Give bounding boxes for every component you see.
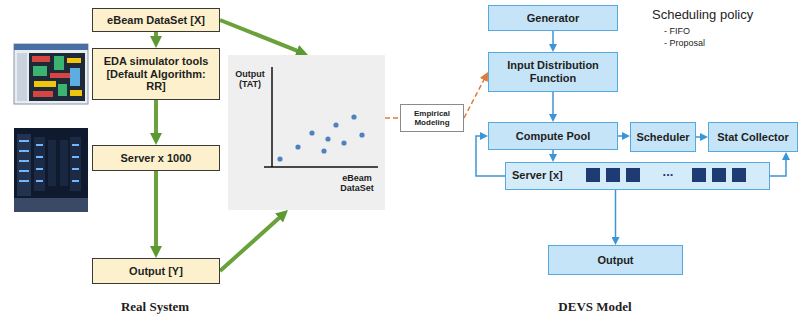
flow-arrow <box>220 20 302 53</box>
flow-arrow <box>464 76 486 118</box>
data-point <box>351 114 356 119</box>
node-text: Output [Y] <box>129 265 183 278</box>
node-text: ... <box>646 165 690 180</box>
server-band: Server [x]... <box>505 162 770 190</box>
node-text: EDA simulator tools [Default Algorithm: … <box>98 55 214 93</box>
data-point <box>333 122 338 127</box>
x-axis <box>264 166 378 168</box>
node-text: Compute Pool <box>516 130 591 143</box>
data-point <box>277 156 282 161</box>
policy-item: - Proposal <box>664 38 754 48</box>
server-slot <box>732 168 746 182</box>
flow-arrow <box>154 171 158 252</box>
eda-screenshot <box>14 44 88 104</box>
node-text: Output <box>597 254 633 267</box>
node-text: Generator <box>527 12 580 25</box>
node-text: Server [x] <box>512 169 580 182</box>
flow-arrow <box>154 32 158 42</box>
simulator-box: EDA simulator tools [Default Algorithm: … <box>92 48 220 100</box>
scatter-chart: Output (TAT) eBeam DataSet <box>228 55 385 210</box>
data-point <box>321 148 326 153</box>
panel-caption: Real System <box>95 300 215 315</box>
panel-caption: DEVS Model <box>535 300 655 315</box>
dataset-box: eBeam DataSet [X] <box>92 8 220 32</box>
flow-arrow <box>552 150 554 158</box>
server-slot <box>712 168 726 182</box>
flow-arrow <box>220 214 284 271</box>
flow-arrow <box>552 92 554 118</box>
policy-heading: Scheduling policy <box>652 8 797 23</box>
flow-arrow <box>385 117 400 119</box>
node-text: Server x 1000 <box>121 152 192 165</box>
data-point <box>325 136 330 141</box>
output-box: Output [Y] <box>92 258 220 284</box>
node-text: Output (TAT) <box>231 69 269 90</box>
server-slot <box>606 168 620 182</box>
modeling-box: Empirical Modeling <box>400 104 464 132</box>
policy-item: - FIFO <box>664 26 754 36</box>
node-text: Input Distribution Function <box>494 59 612 84</box>
server-slot <box>692 168 706 182</box>
server-box: Server x 1000 <box>92 145 220 171</box>
generator-box: Generator <box>488 5 618 31</box>
server-slot <box>586 168 600 182</box>
scheduler-box: Scheduler <box>630 122 696 152</box>
flow-arrow <box>618 135 626 137</box>
data-point <box>359 132 364 137</box>
compute-pool-box: Compute Pool <box>488 122 618 150</box>
node-text: eBeam DataSet <box>332 173 382 194</box>
output-box: Output <box>548 245 683 275</box>
server-room-photo <box>14 128 88 212</box>
node-text: Empirical Modeling <box>404 109 460 127</box>
data-point <box>295 144 300 149</box>
y-axis <box>271 67 273 167</box>
flow-arrow <box>154 100 158 139</box>
distribution-box: Input Distribution Function <box>488 52 618 92</box>
data-point <box>341 140 346 145</box>
node-text: Stat Collector <box>717 131 789 144</box>
data-point <box>309 130 314 135</box>
node-text: eBeam DataSet [X] <box>107 14 205 27</box>
flow-arrow <box>552 31 554 48</box>
server-slot <box>626 168 640 182</box>
flow-arrow <box>615 190 617 241</box>
node-text: Scheduler <box>636 131 689 144</box>
stat-collector-box: Stat Collector <box>708 122 798 152</box>
flow-arrow <box>770 156 786 176</box>
flow-arrow <box>696 136 704 138</box>
